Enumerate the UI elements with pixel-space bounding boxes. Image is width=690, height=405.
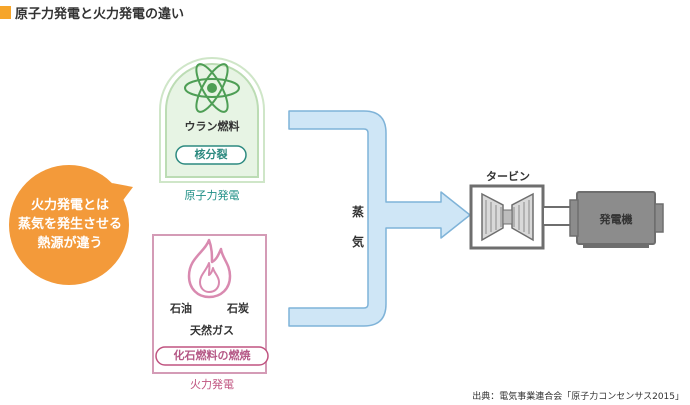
title-text: 原子力発電と火力発電の違い — [15, 6, 185, 22]
uranium-fuel-label: ウラン燃料 — [184, 120, 240, 133]
steam-label-char-1: 蒸 — [352, 205, 365, 219]
nuclear-caption: 原子力発電 — [184, 189, 240, 202]
gas-label: 天然ガス — [190, 324, 234, 337]
oil-label: 石油 — [170, 302, 192, 315]
fossil-badge — [155, 346, 269, 366]
fossil-combustion-label: 化石燃料の燃焼 — [173, 349, 251, 362]
title-accent-mark — [0, 5, 11, 19]
steam-label-char-2: 気 — [352, 235, 365, 249]
coal-label: 石炭 — [227, 302, 249, 315]
callout-text: 火力発電とは 蒸気を発生させる 熱源が違う — [0, 196, 140, 253]
callout-line-2: 蒸気を発生させる — [17, 217, 122, 232]
atom-icon — [184, 63, 240, 113]
thermal-plant — [152, 234, 269, 374]
flame-icon — [187, 238, 232, 299]
fission-label: 核分裂 — [194, 148, 228, 161]
generator-label: 発電機 — [599, 213, 633, 226]
fission-badge — [175, 145, 247, 165]
nuclear-plant — [159, 57, 265, 183]
callout-line-1: 火力発電とは — [30, 198, 109, 213]
turbine — [469, 184, 545, 250]
page-title: 原子力発電と火力発電の違い — [0, 3, 185, 22]
callout-bubble — [9, 165, 133, 285]
source-note: 出典：電気事業連合会「原子力コンセンサス2015」 — [472, 392, 684, 402]
callout-line-3: 熱源が違う — [37, 236, 103, 251]
turbine-blades — [481, 192, 504, 242]
generator — [569, 191, 664, 248]
thermal-caption: 火力発電 — [190, 378, 234, 391]
turbine-label: タービン — [486, 170, 530, 183]
steam-pipe — [288, 110, 471, 327]
